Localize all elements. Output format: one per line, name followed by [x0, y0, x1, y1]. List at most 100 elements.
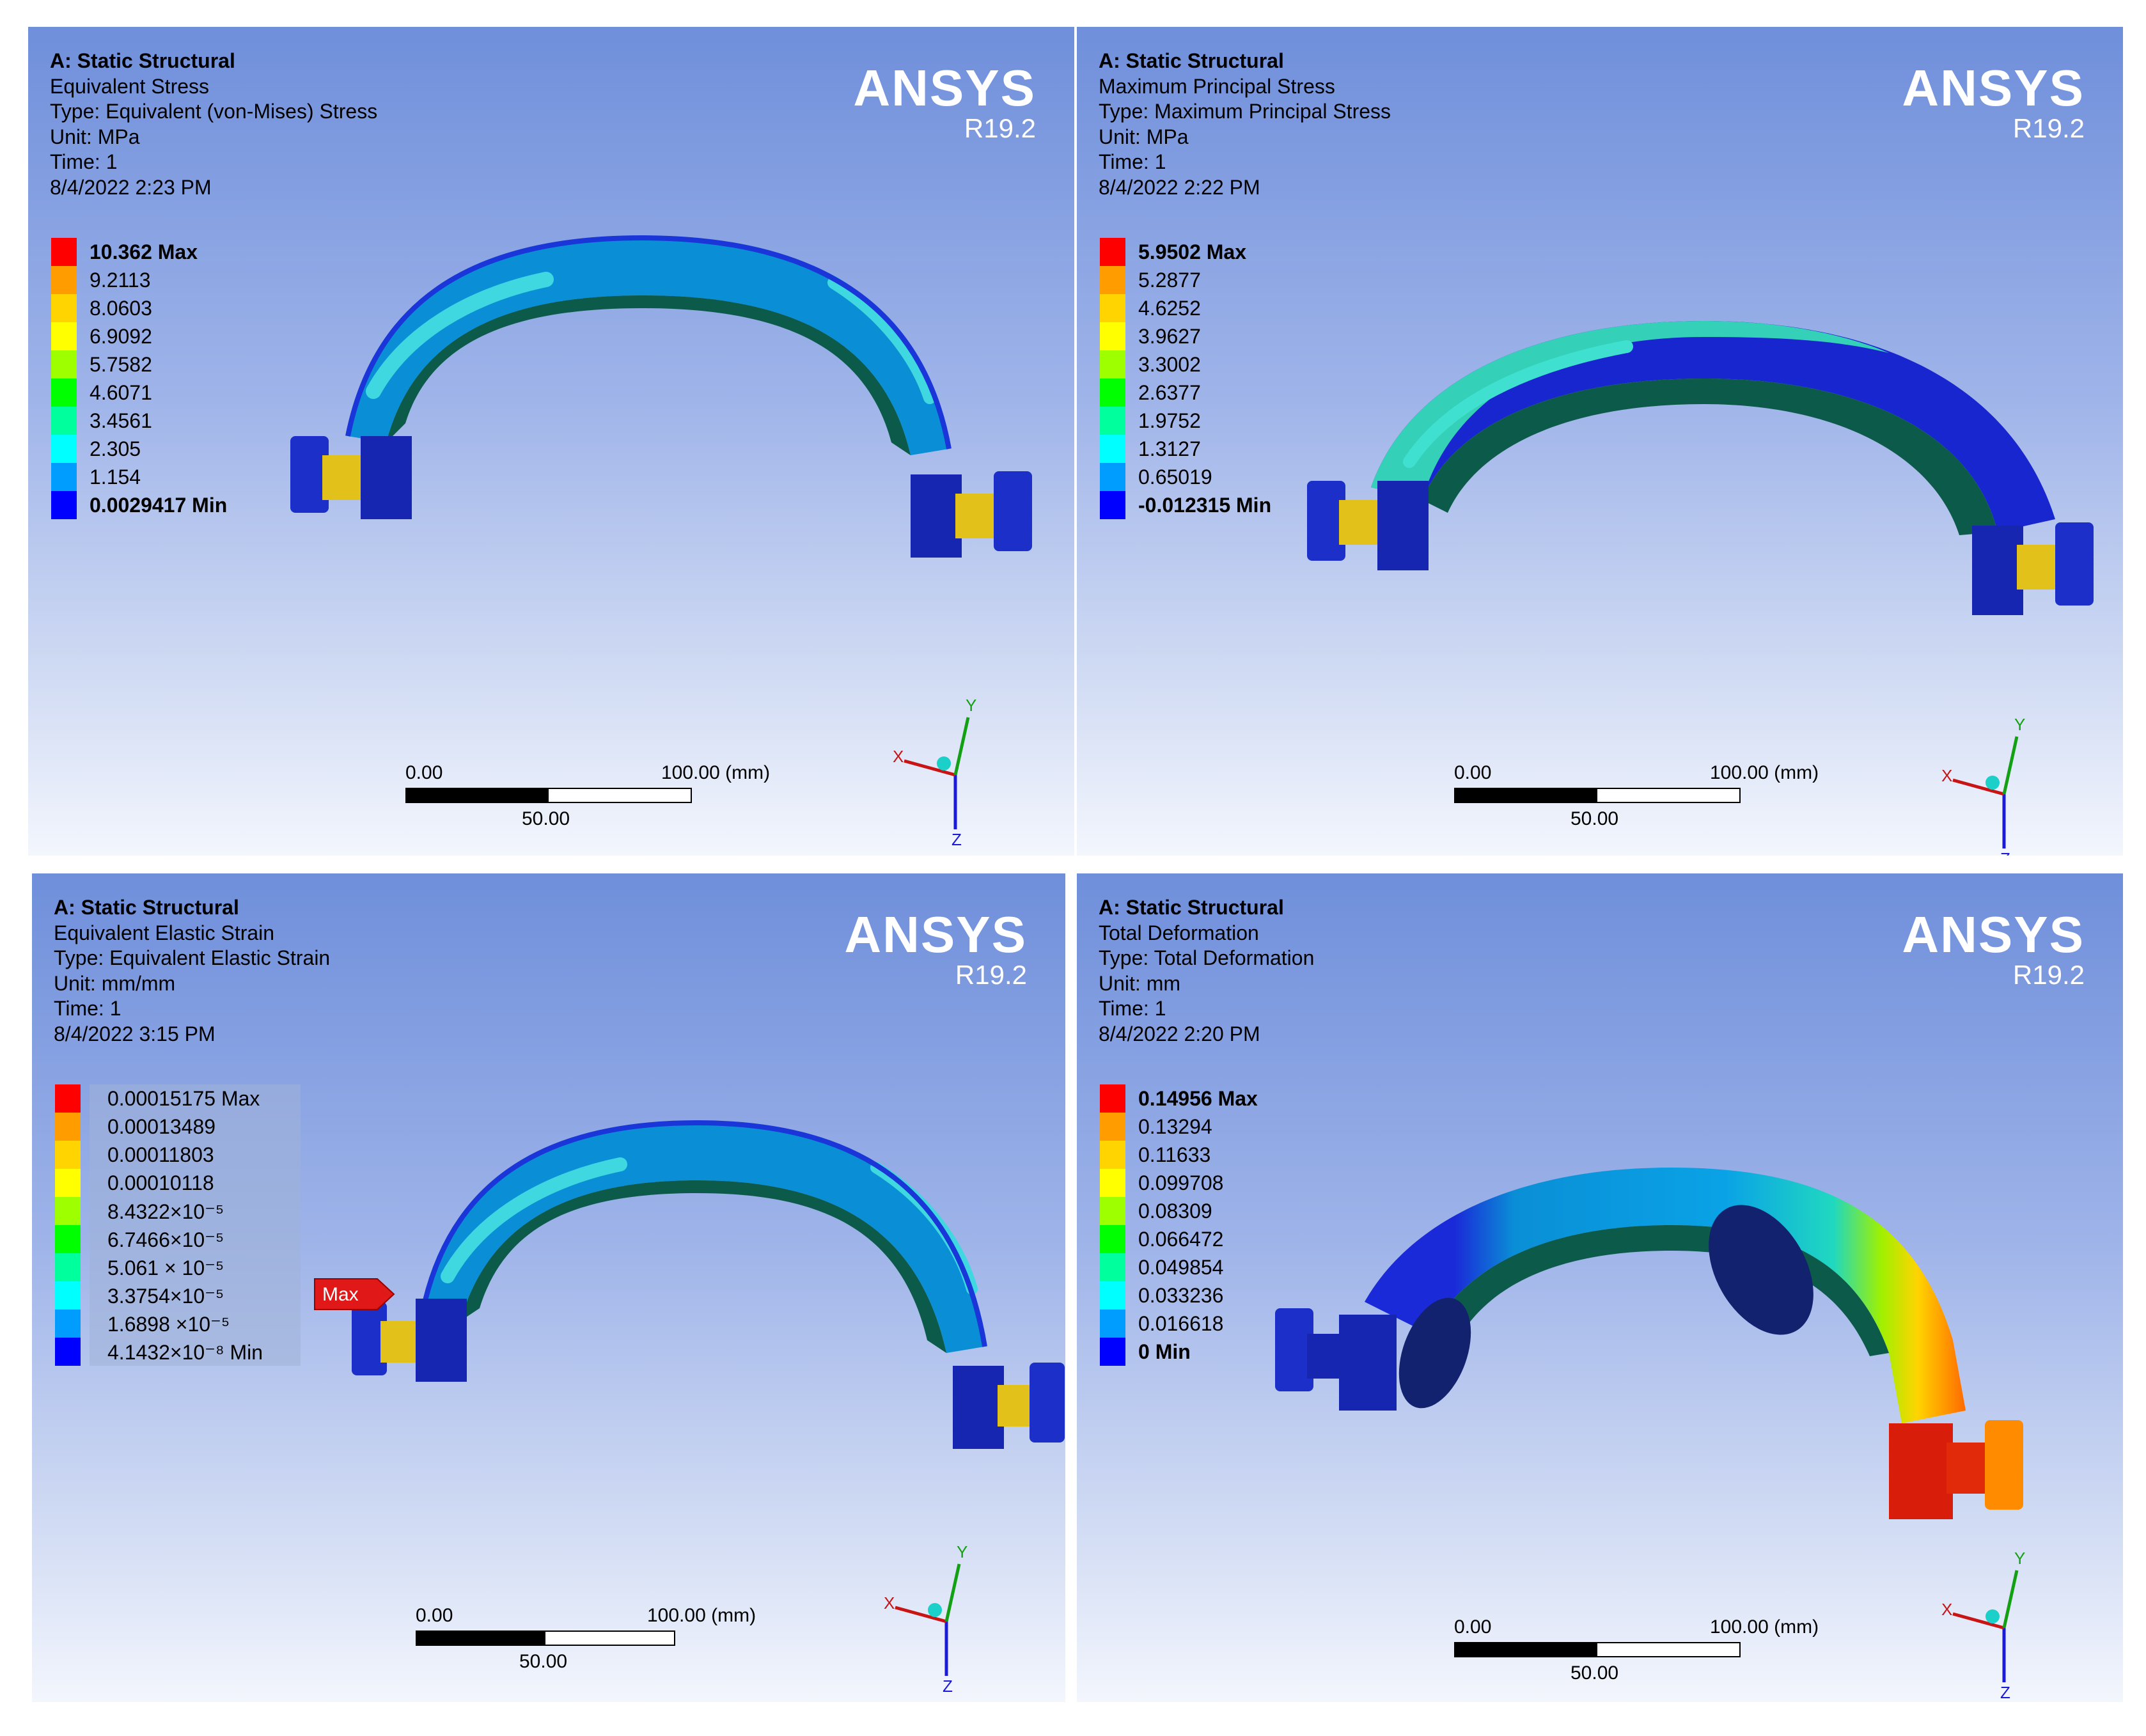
legend-swatch	[55, 1197, 81, 1225]
scale-end: 100.00 (mm)	[647, 1605, 756, 1626]
legend-swatch	[51, 322, 77, 350]
legend-swatch	[1100, 1281, 1125, 1310]
viewport-maximum-principal-stress[interactable]: A: Static Structural Maximum Principal S…	[1077, 27, 2123, 856]
scale-start: 0.00	[416, 1605, 453, 1626]
z-axis-label: Z	[952, 830, 962, 849]
legend-swatch	[55, 1253, 81, 1281]
ansys-logo: ANSYS R19.2	[1902, 63, 2085, 143]
ansys-logo: ANSYS R19.2	[853, 63, 1036, 143]
viewport-equivalent-stress[interactable]: A: Static Structural Equivalent Stress T…	[28, 27, 1074, 856]
legend-swatch	[1100, 350, 1125, 379]
legend-swatch	[1100, 238, 1125, 266]
brand-version: R19.2	[2012, 113, 2085, 143]
z-axis-label: Z	[2000, 849, 2010, 856]
legend-label: 0.00013489	[107, 1115, 216, 1138]
legend-swatch	[1100, 379, 1125, 407]
legend-label: 0.016618	[1138, 1312, 1224, 1335]
legend-label: 0.049854	[1138, 1256, 1224, 1279]
result-type: Type: Maximum Principal Stress	[1099, 100, 1391, 123]
legend-label: 8.4322×10⁻⁵	[107, 1200, 224, 1223]
scale-end: 100.00 (mm)	[661, 762, 771, 783]
legend-swatch	[51, 266, 77, 294]
analysis-title: A: Static Structural	[54, 896, 239, 919]
legend-max-label: 0.00015175 Max	[107, 1087, 260, 1110]
analysis-title: A: Static Structural	[1099, 896, 1284, 919]
x-axis-label: X	[893, 747, 904, 766]
legend-label: 0.099708	[1138, 1171, 1224, 1194]
brand-version: R19.2	[2012, 960, 2085, 990]
fe-model[interactable]	[1294, 308, 2113, 666]
scale-bar: 0.00 100.00 (mm) 50.00	[416, 1605, 799, 1685]
legend-label: 3.3754×10⁻⁵	[107, 1285, 224, 1308]
max-marker[interactable]: Max	[313, 1276, 396, 1312]
result-time: Time: 1	[1099, 997, 1166, 1020]
legend-label: 8.0603	[90, 297, 152, 320]
scale-bar: 0.00 100.00 (mm) 50.00	[1454, 762, 1838, 843]
max-marker-label: Max	[322, 1284, 359, 1305]
result-unit: Unit: MPa	[1099, 125, 1189, 148]
legend-label: 0.13294	[1138, 1115, 1212, 1138]
legend-swatch	[51, 463, 77, 491]
legend-label: 0.066472	[1138, 1228, 1224, 1251]
scale-track	[405, 788, 692, 803]
legend-swatch	[1100, 463, 1125, 491]
x-axis-label: X	[884, 1593, 895, 1613]
result-info: A: Static Structural Equivalent Elastic …	[54, 895, 330, 1047]
scale-mid: 50.00	[522, 808, 570, 829]
legend-label: 5.2877	[1138, 269, 1201, 292]
result-time: Time: 1	[50, 150, 118, 173]
legend-max-label: 10.362 Max	[90, 240, 198, 263]
legend-swatch	[51, 294, 77, 322]
axis-triad[interactable]: X Y Z	[1934, 711, 2062, 856]
viewport-total-deformation[interactable]: A: Static Structural Total Deformation T…	[1077, 873, 2123, 1702]
scale-mid: 50.00	[1570, 808, 1619, 829]
legend-label: 3.9627	[1138, 325, 1201, 348]
result-type: Type: Total Deformation	[1099, 946, 1315, 969]
legend-swatch	[1100, 1169, 1125, 1197]
legend-swatch	[1100, 491, 1125, 519]
legend-min-label: -0.012315 Min	[1138, 494, 1272, 517]
legend-label: 1.9752	[1138, 409, 1201, 432]
legend-swatch	[51, 379, 77, 407]
result-info: A: Static Structural Equivalent Stress T…	[50, 49, 377, 200]
legend-swatch	[55, 1225, 81, 1253]
z-axis-label: Z	[943, 1677, 953, 1696]
result-name: Total Deformation	[1099, 921, 1259, 944]
scale-track	[1454, 788, 1741, 803]
scale-start: 0.00	[405, 762, 443, 783]
legend-swatch	[55, 1338, 81, 1366]
legend-swatch	[1100, 435, 1125, 463]
result-name: Equivalent Stress	[50, 74, 210, 98]
viewport-equivalent-elastic-strain[interactable]: A: Static Structural Equivalent Elastic …	[32, 873, 1065, 1702]
legend-swatch	[1100, 1141, 1125, 1169]
legend-swatch	[55, 1141, 81, 1169]
fe-model[interactable]	[352, 1104, 1065, 1500]
axis-triad[interactable]: X Y Z	[876, 1538, 1004, 1698]
legend-label: 0.00010118	[107, 1171, 214, 1194]
legend-min-label: 0.0029417 Min	[90, 494, 228, 517]
legend-label: 6.7466×10⁻⁵	[107, 1228, 224, 1251]
x-axis-label: X	[1941, 1600, 1952, 1619]
scale-start: 0.00	[1454, 762, 1492, 783]
scale-start: 0.00	[1454, 1616, 1492, 1638]
legend-swatch	[1100, 407, 1125, 435]
legend-max-label: 5.9502 Max	[1138, 240, 1247, 263]
fe-model[interactable]	[258, 206, 1074, 622]
fe-model[interactable]	[1275, 1142, 2042, 1564]
scale-track	[1454, 1642, 1741, 1657]
y-axis-label: Y	[2014, 1549, 2025, 1568]
legend-label: 5.061 × 10⁻⁵	[107, 1256, 224, 1279]
y-axis-label: Y	[966, 696, 976, 715]
legend-swatch	[1100, 1310, 1125, 1338]
axis-triad[interactable]: X Y Z	[1934, 1545, 2062, 1702]
result-date: 8/4/2022 3:15 PM	[54, 1022, 215, 1045]
axis-triad[interactable]: X Y Z	[885, 692, 1013, 852]
scale-mid: 50.00	[519, 1651, 568, 1672]
legend-swatch	[55, 1113, 81, 1141]
result-name: Equivalent Elastic Strain	[54, 921, 275, 944]
analysis-title: A: Static Structural	[50, 49, 235, 72]
result-unit: Unit: mm	[1099, 971, 1180, 995]
legend-swatch	[1100, 266, 1125, 294]
legend-label: 1.6898 ×10⁻⁵	[107, 1313, 230, 1336]
legend-label: 1.3127	[1138, 437, 1201, 460]
